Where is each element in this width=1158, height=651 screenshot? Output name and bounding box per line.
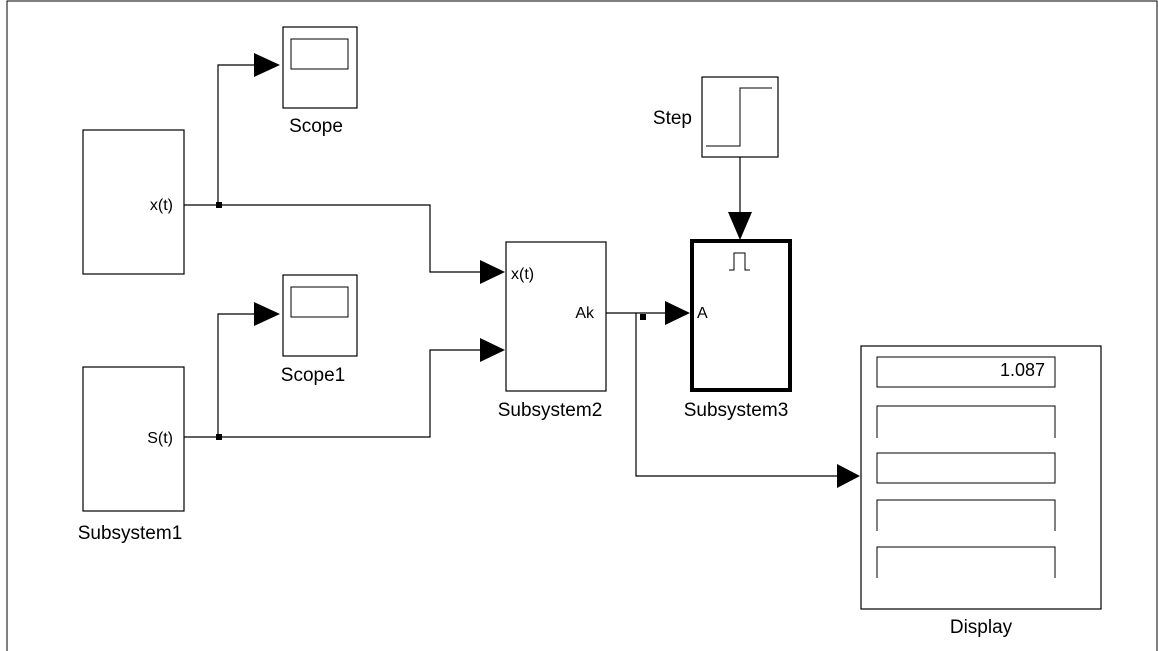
scope1-screen-icon [290,286,349,318]
port-st-out: S(t) [147,430,173,447]
port-xt-out: x(t) [150,197,173,214]
scope1-block[interactable] [282,274,358,357]
trigger-pulse-icon [729,252,750,271]
arrow-scope-in [254,53,280,77]
subsystem2-block[interactable]: x(t) Ak [505,241,607,392]
diagram-frame [6,0,1158,651]
display-row-2 [876,405,1056,438]
wire-ak-to-display[interactable] [635,313,840,477]
subsystem2-label: Subsystem2 [498,400,603,421]
display-row-5 [876,546,1056,578]
branch-point-xt [216,202,222,208]
display-row-1 [876,356,1056,388]
display-row-3 [876,452,1056,484]
display-block[interactable]: 1.087 [860,345,1102,610]
wire-xt-to-subsystem2[interactable] [184,204,482,273]
arrow-subsystem3-in [665,301,690,325]
arrow-trigger-in [728,212,752,240]
subsystem3-block[interactable]: A [690,239,792,392]
display-value: 1.087 [1000,360,1045,380]
scope-screen-icon [290,38,349,70]
wire-st-to-subsystem2[interactable] [184,349,482,438]
port-xt-in: x(t) [511,266,534,283]
subsystem-top-block[interactable]: x(t) [82,129,185,275]
scope-block[interactable] [282,26,358,109]
scope-label: Scope [289,116,343,137]
subsystem1-block[interactable]: S(t) [82,366,185,512]
subsystem3-label: Subsystem3 [684,400,789,421]
arrow-display-in [837,464,860,488]
branch-point-st [216,434,222,440]
step-label: Step [653,108,692,129]
wire-st-to-scope1[interactable] [217,313,258,437]
branch-point-ak [640,314,646,320]
arrow-subsystem2-in1 [480,260,505,284]
arrow-scope1-in [254,302,280,326]
step-icon [706,87,772,147]
display-row-4 [876,499,1056,531]
port-a-in: A [697,305,708,322]
step-block[interactable] [701,76,779,158]
subsystem1-label: Subsystem1 [78,523,183,544]
scope1-label: Scope1 [281,365,345,386]
port-ak-out: Ak [575,305,595,322]
arrow-subsystem2-in2 [480,338,505,362]
wire-xt-to-scope[interactable] [217,64,258,205]
display-label: Display [950,617,1013,638]
